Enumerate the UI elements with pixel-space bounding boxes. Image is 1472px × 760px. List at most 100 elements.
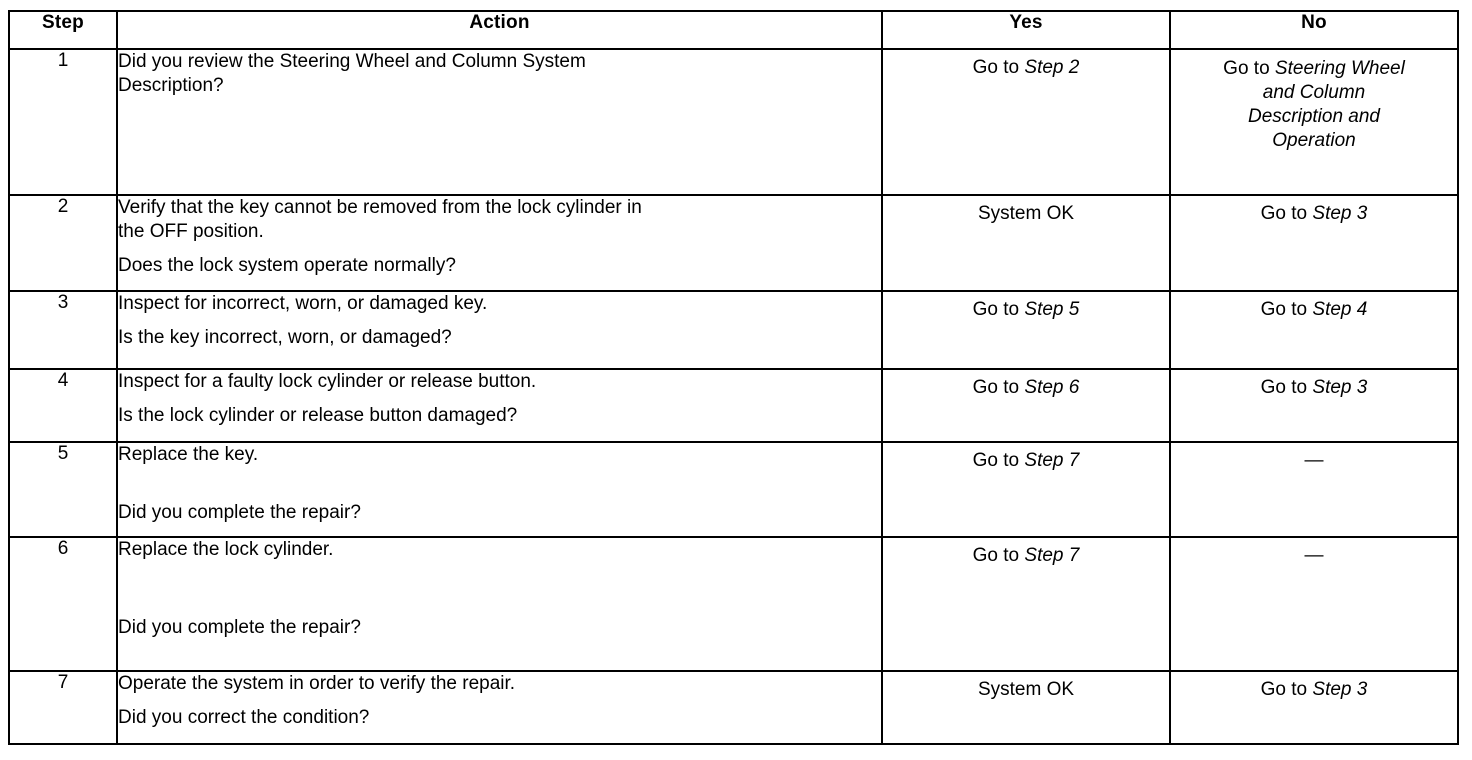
yes-prefix: Go to <box>972 377 1025 398</box>
yes-answer: Go to Step 6 <box>973 376 1080 400</box>
step-number: 7 <box>8 670 118 745</box>
column-header-yes: Yes <box>881 10 1171 50</box>
action-line: Is the lock cylinder or release button d… <box>118 404 518 426</box>
table-header: Step Action Yes No <box>8 10 1459 50</box>
step-number: 6 <box>8 536 118 672</box>
action-cell: Did you review the Steering Wheel and Co… <box>116 48 883 196</box>
yes-prefix: System OK <box>977 679 1075 700</box>
no-answer: Go to Step 3 <box>1261 376 1368 400</box>
table-row: 4 Inspect for a faulty lock cylinder or … <box>8 368 1459 443</box>
no-emphasis: Steering Wheel <box>1274 58 1405 79</box>
column-header-no: No <box>1169 10 1459 50</box>
yes-emphasis: Step 5 <box>1024 299 1080 320</box>
no-emphasis: Operation <box>1272 129 1356 151</box>
yes-cell: System OK <box>881 194 1171 292</box>
step-number: 1 <box>8 48 118 196</box>
no-cell: Go to Step 3 <box>1169 368 1459 443</box>
no-cell: Go to Steering Wheel and Column Descript… <box>1169 48 1459 196</box>
no-prefix: Go to <box>1260 203 1313 224</box>
action-line: Did you review the Steering Wheel and Co… <box>118 51 586 72</box>
no-answer-dash: — <box>1304 450 1324 471</box>
no-answer-dash: — <box>1304 545 1324 566</box>
no-answer-line: Description and <box>1248 105 1380 129</box>
action-line: Replace the lock cylinder. <box>118 539 334 560</box>
table-body: 1 Did you review the Steering Wheel and … <box>8 48 1459 745</box>
step-number: 4 <box>8 368 118 443</box>
table-row: 1 Did you review the Steering Wheel and … <box>8 48 1459 196</box>
yes-emphasis: Step 7 <box>1024 450 1080 471</box>
no-emphasis: and Column <box>1262 81 1366 103</box>
yes-answer: Go to Step 5 <box>973 298 1080 322</box>
action-line: Replace the key. <box>118 444 259 465</box>
header-row: Step Action Yes No <box>8 10 1459 50</box>
no-answer: Go to Step 4 <box>1261 298 1368 322</box>
no-answer-line: and Column <box>1263 81 1365 105</box>
yes-prefix: Go to <box>972 450 1025 471</box>
yes-prefix: Go to <box>972 299 1025 320</box>
no-emphasis: Step 3 <box>1312 377 1368 398</box>
step-number: 3 <box>8 290 118 370</box>
line-gap <box>118 316 881 326</box>
action-line: Verify that the key cannot be removed fr… <box>118 197 642 218</box>
yes-cell: System OK <box>881 670 1171 745</box>
yes-emphasis: Step 2 <box>1024 57 1080 78</box>
no-prefix: Go to <box>1223 58 1275 79</box>
table-row: 3 Inspect for incorrect, worn, or damage… <box>8 290 1459 370</box>
no-cell: Go to Step 3 <box>1169 670 1459 745</box>
action-line: Did you complete the repair? <box>118 616 361 638</box>
yes-cell: Go to Step 2 <box>881 48 1171 196</box>
action-line: Did you correct the condition? <box>118 706 370 728</box>
action-line: Does the lock system operate normally? <box>118 254 456 276</box>
step-number: 2 <box>8 194 118 292</box>
yes-prefix: Go to <box>972 545 1025 566</box>
yes-cell: Go to Step 7 <box>881 536 1171 672</box>
no-answer: Go to Step 3 <box>1261 678 1368 702</box>
yes-cell: Go to Step 7 <box>881 441 1171 538</box>
table-row: 2 Verify that the key cannot be removed … <box>8 194 1459 292</box>
no-answer-line: Go to Steering Wheel <box>1223 57 1405 81</box>
action-cell: Inspect for a faulty lock cylinder or re… <box>116 368 883 443</box>
no-emphasis: Step 3 <box>1312 679 1368 700</box>
yes-answer: System OK <box>978 202 1074 226</box>
column-header-step: Step <box>8 10 118 50</box>
action-cell: Inspect for incorrect, worn, or damaged … <box>116 290 883 370</box>
action-line: Operate the system in order to verify th… <box>118 673 516 694</box>
diagnostic-table: Step Action Yes No 1 Did you review the … <box>8 10 1459 745</box>
table-row: 5 Replace the key. Did you complete the … <box>8 441 1459 538</box>
no-emphasis: Step 3 <box>1312 203 1368 224</box>
line-gap <box>118 394 881 404</box>
action-cell: Replace the lock cylinder. Did you compl… <box>116 536 883 672</box>
no-cell: — <box>1169 441 1459 538</box>
table-row: 7 Operate the system in order to verify … <box>8 670 1459 745</box>
yes-answer: Go to Step 2 <box>973 56 1080 80</box>
action-cell: Replace the key. Did you complete the re… <box>116 441 883 538</box>
action-line: the OFF position. <box>118 220 264 242</box>
no-answer-line: Operation <box>1272 129 1355 153</box>
yes-emphasis: Step 7 <box>1024 545 1080 566</box>
no-emphasis: Description and <box>1247 105 1381 127</box>
line-gap <box>118 696 881 706</box>
yes-cell: Go to Step 5 <box>881 290 1171 370</box>
action-line: Did you complete the repair? <box>118 501 361 523</box>
yes-answer: System OK <box>978 678 1074 702</box>
action-line: Is the key incorrect, worn, or damaged? <box>118 326 452 348</box>
action-cell: Operate the system in order to verify th… <box>116 670 883 745</box>
yes-answer: Go to Step 7 <box>973 544 1080 568</box>
no-cell: — <box>1169 536 1459 672</box>
line-gap <box>118 562 881 616</box>
line-gap <box>118 467 881 501</box>
no-prefix: Go to <box>1260 299 1313 320</box>
yes-prefix: System OK <box>977 203 1075 224</box>
yes-answer: Go to Step 7 <box>973 449 1080 473</box>
table-row: 6 Replace the lock cylinder. Did you com… <box>8 536 1459 672</box>
no-cell: Go to Step 3 <box>1169 194 1459 292</box>
no-answer: Go to Step 3 <box>1261 202 1368 226</box>
action-line: Description? <box>118 74 224 96</box>
no-prefix: Go to <box>1260 377 1313 398</box>
step-number: 5 <box>8 441 118 538</box>
line-gap <box>118 244 881 254</box>
action-cell: Verify that the key cannot be removed fr… <box>116 194 883 292</box>
no-emphasis: Step 4 <box>1312 299 1368 320</box>
no-cell: Go to Step 4 <box>1169 290 1459 370</box>
